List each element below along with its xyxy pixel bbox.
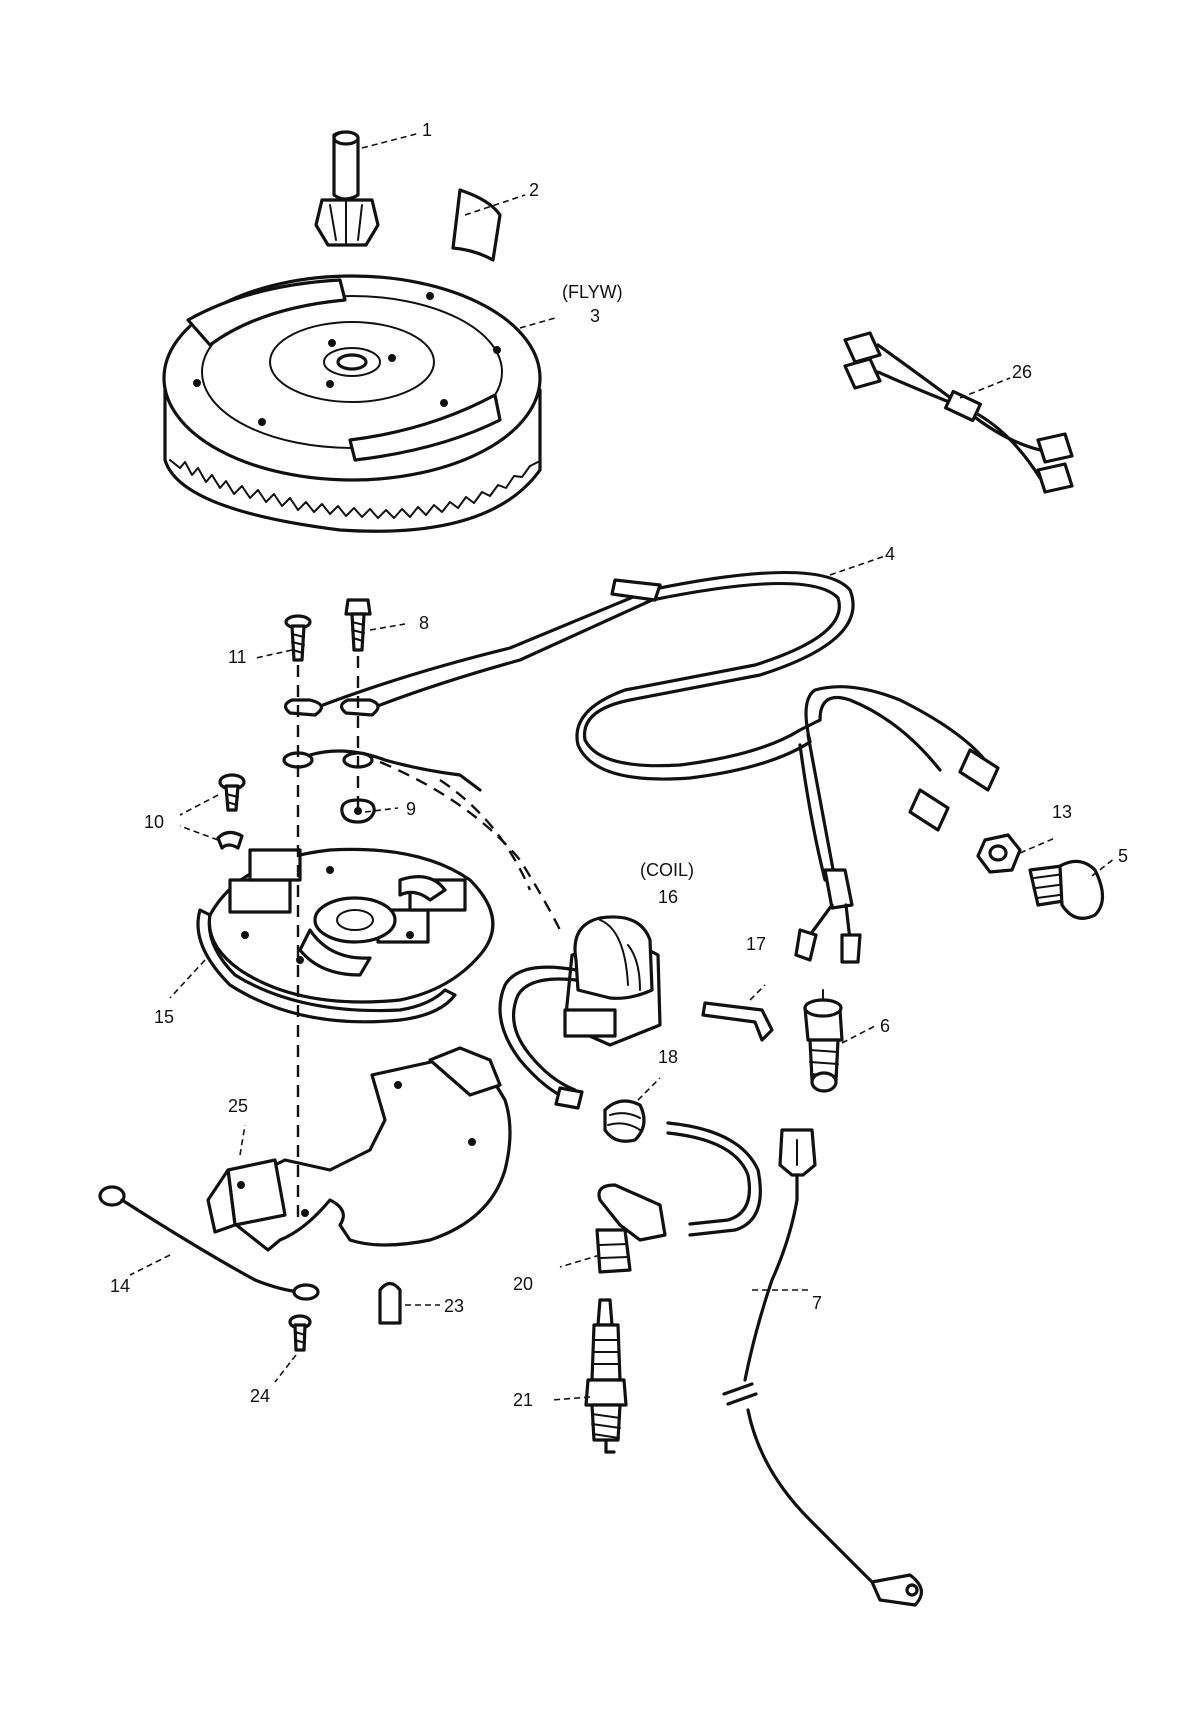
callout-5: 5 xyxy=(1118,846,1128,866)
callout-26: 26 xyxy=(1012,362,1032,382)
annotation-coil: (COIL) xyxy=(640,860,694,880)
part-13-nut xyxy=(976,833,1022,874)
part-23-wick xyxy=(378,1281,402,1325)
callout-10: 10 xyxy=(144,812,164,832)
callout-14: 14 xyxy=(110,1276,130,1296)
part-25-bracket xyxy=(206,1046,512,1252)
callout-9: 9 xyxy=(406,799,416,819)
callout-21: 21 xyxy=(513,1390,533,1410)
part-3-flywheel xyxy=(162,274,542,533)
part-15-armature-plate xyxy=(196,847,495,1024)
callout-18: 18 xyxy=(658,1047,678,1067)
callout-25: 25 xyxy=(228,1096,248,1116)
part-20-plug-boot xyxy=(595,1121,762,1274)
part-18-spring xyxy=(603,1099,646,1143)
part-4-wire-harness xyxy=(308,570,1000,964)
callout-23: 23 xyxy=(444,1296,464,1316)
callout-1: 1 xyxy=(422,120,432,140)
annotation-flywheel: (FLYW) xyxy=(562,282,623,302)
part-26-jumper-wire xyxy=(843,331,1074,494)
callout-8: 8 xyxy=(419,613,429,633)
callout-20: 20 xyxy=(513,1274,533,1294)
callout-7: 7 xyxy=(812,1293,822,1313)
callout-2: 2 xyxy=(529,180,539,200)
part-2-key xyxy=(451,188,502,262)
callout-11: 11 xyxy=(228,647,247,667)
callout-24: 24 xyxy=(250,1386,270,1406)
part-21-spark-plug xyxy=(584,1298,628,1454)
callout-4: 4 xyxy=(885,544,895,564)
leader-lines xyxy=(129,132,1116,1401)
part-10-screw-clip xyxy=(216,773,246,850)
callout-6: 6 xyxy=(880,1016,890,1036)
callout-13: 13 xyxy=(1052,802,1072,822)
part-11-screw xyxy=(284,614,312,662)
part-17-clip xyxy=(701,1001,774,1042)
part-6-switch xyxy=(803,989,844,1093)
callout-17: 17 xyxy=(746,934,766,954)
part-7-ground-wire xyxy=(722,1128,923,1607)
part-5-button xyxy=(1028,859,1105,920)
callout-16: 16 xyxy=(658,887,678,907)
callout-3: 3 xyxy=(590,306,600,326)
part-16-coil xyxy=(498,915,662,1110)
part-24-screw xyxy=(288,1314,312,1352)
part-14-ground-lead xyxy=(98,1185,320,1301)
callout-15: 15 xyxy=(154,1007,174,1027)
part-8-screw xyxy=(344,598,372,652)
part-1-nut-shaft xyxy=(314,130,380,247)
